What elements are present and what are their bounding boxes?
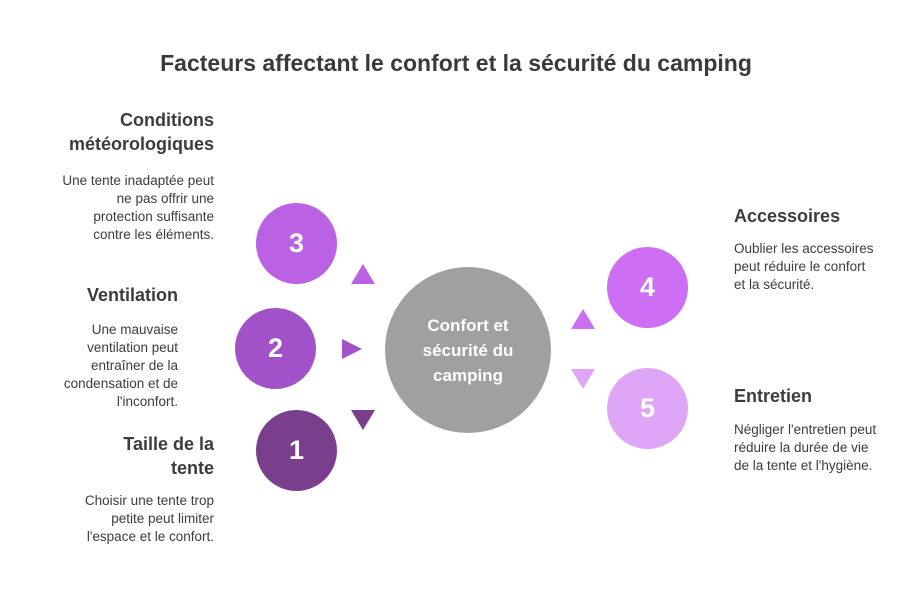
factor-5-heading: Entretien [734, 386, 813, 406]
factor-4-circle: 4 [607, 247, 688, 328]
factor-2-number: 2 [267, 333, 284, 363]
factor-4-number: 4 [639, 272, 656, 302]
factor-1-number: 1 [288, 435, 305, 465]
factor-2-circle: 2 [235, 308, 316, 389]
factor-1-description: Choisir une tente trop petite peut limit… [84, 493, 214, 544]
arrow-down-factor-5-icon [571, 369, 595, 389]
arrow-right-factor-2-shape [342, 339, 362, 359]
factor-2-description: Une mauvaise ventilation peut entraîner … [63, 322, 178, 409]
factor-3-heading: Conditions météorologiques [68, 110, 214, 154]
factor-1-circle: 1 [256, 410, 337, 491]
center-label: Confort et sécurité du camping [422, 315, 514, 385]
arrow-right-factor-2-icon [342, 339, 362, 359]
factor-5-number: 5 [639, 393, 656, 423]
factor-4-description: Oublier les accessoires peut réduire le … [734, 241, 874, 292]
center-circle: Confort et sécurité du camping [385, 267, 551, 433]
factor-2-heading: Ventilation [86, 285, 178, 305]
factor-4-heading: Accessoires [734, 206, 841, 226]
factor-1-heading: Taille de la tente [123, 434, 214, 478]
factor-3-description: Une tente inadaptée peut ne pas offrir u… [62, 173, 214, 242]
arrow-down-factor-5-shape [571, 369, 595, 389]
factor-3-number: 3 [288, 228, 305, 258]
arrow-down-factor-1-shape [351, 410, 375, 430]
arrow-up-factor-4-icon [571, 309, 595, 329]
factor-5-circle: 5 [607, 368, 688, 449]
arrow-down-factor-1-icon [351, 410, 375, 430]
arrow-up-factor-3-shape [351, 264, 375, 284]
factor-3-circle: 3 [256, 203, 337, 284]
arrow-up-factor-4-shape [571, 309, 595, 329]
arrow-up-factor-3-icon [351, 264, 375, 284]
diagram-title: Facteurs affectant le confort et la sécu… [160, 50, 752, 76]
factor-5-description: Négliger l'entretien peut réduire la dur… [734, 422, 877, 473]
